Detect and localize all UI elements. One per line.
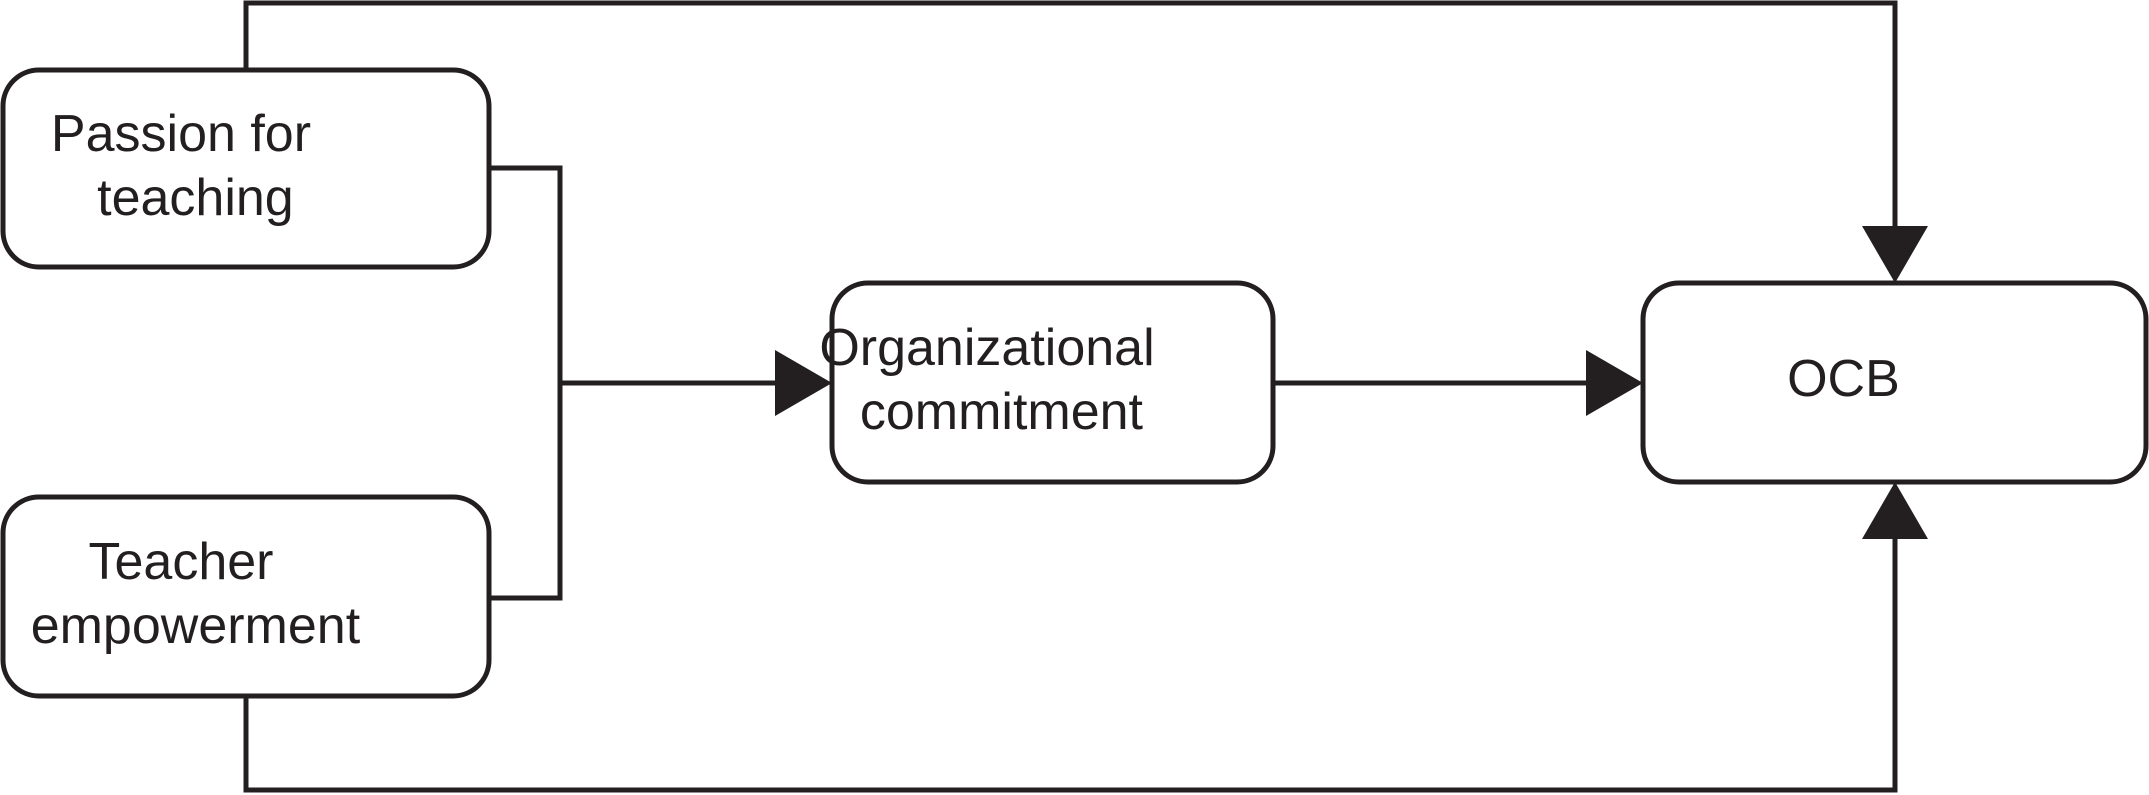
node-organizational-commitment-label: Organizational commitment — [819, 319, 1284, 441]
node-organizational-commitment[interactable]: Organizational commitment — [819, 280, 1284, 485]
node-passion-for-teaching-label-line1: Passion for — [51, 105, 311, 163]
edge-passion-to-ocb — [243, 0, 1928, 283]
node-ocb-label: OCB — [1787, 350, 2001, 408]
edge-passion-merge-path — [489, 165, 563, 601]
node-passion-for-teaching-label: Passion for teaching — [51, 105, 441, 227]
node-passion-for-teaching-box[interactable] — [0, 67, 492, 270]
edge-merge-to-commitment-arrowhead-right — [775, 350, 832, 416]
edge-commitment-to-ocb-arrowhead-right — [1586, 350, 1643, 416]
node-teacher-empowerment-label-line2: empowerment — [31, 597, 361, 655]
edge-empowerment-to-ocb — [243, 482, 1928, 793]
node-passion-for-teaching[interactable]: Passion for teaching — [0, 67, 492, 270]
node-ocb-box[interactable] — [1640, 280, 2149, 485]
edge-commitment-to-ocb — [1273, 350, 1643, 416]
node-ocb-label-line1: OCB — [1787, 350, 1900, 408]
edge-passion-to-ocb-arrowhead-down — [1862, 226, 1928, 283]
node-teacher-empowerment-label-line1: Teacher — [88, 533, 273, 591]
node-organizational-commitment-label-line2: commitment — [860, 383, 1144, 441]
edge-empowerment-to-ocb-arrowhead-up — [1862, 482, 1928, 539]
node-teacher-empowerment-label: Teacher empowerment — [31, 533, 462, 655]
edge-empowerment-to-ocb-path — [243, 522, 1898, 793]
node-organizational-commitment-box[interactable] — [829, 280, 1276, 485]
node-ocb[interactable]: OCB — [1640, 280, 2149, 485]
node-teacher-empowerment-box[interactable] — [0, 494, 492, 699]
node-teacher-empowerment[interactable]: Teacher empowerment — [0, 494, 492, 699]
node-passion-for-teaching-label-line2: teaching — [97, 169, 294, 227]
edge-passion-to-ocb-path — [243, 0, 1898, 243]
node-organizational-commitment-label-line1: Organizational — [819, 319, 1154, 377]
edge-antecedents-to-commitment — [489, 165, 832, 601]
